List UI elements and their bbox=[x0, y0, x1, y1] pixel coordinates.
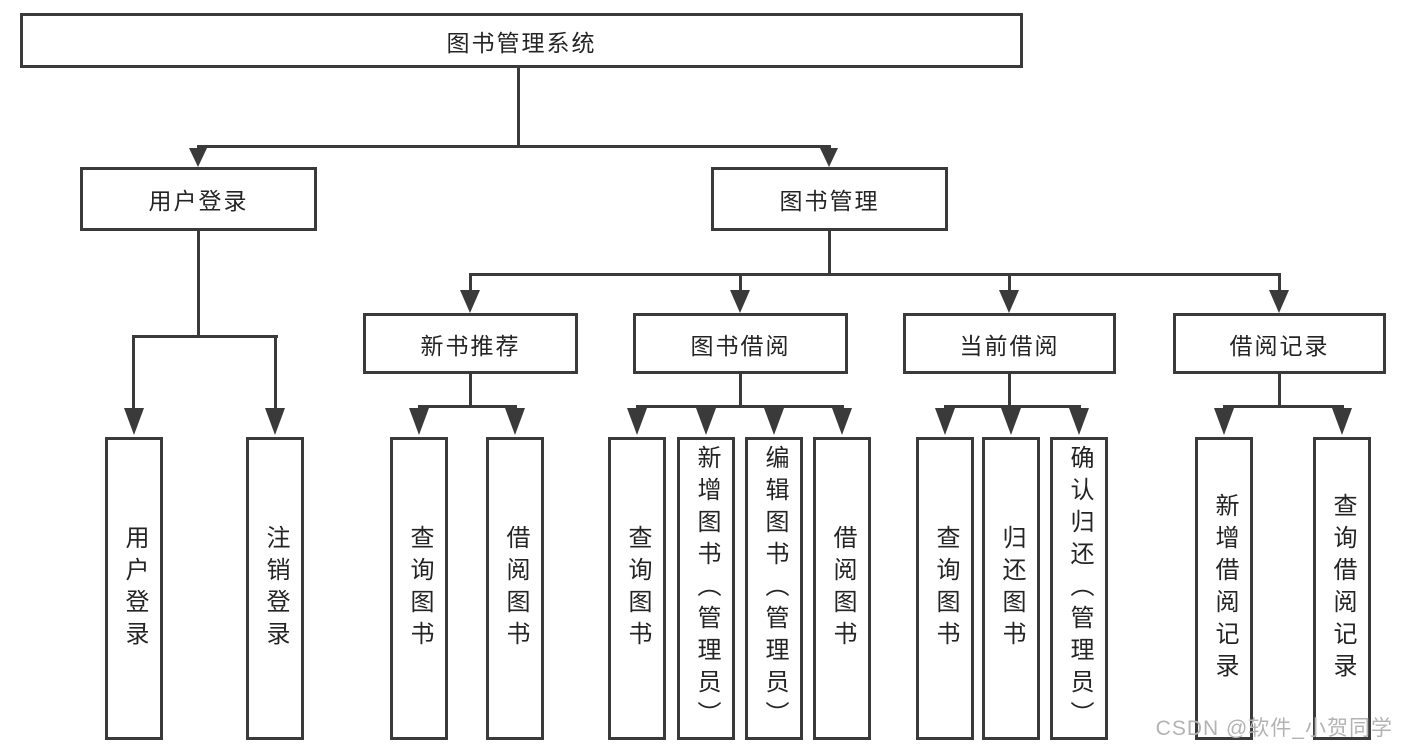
arrow-down-icon bbox=[627, 408, 647, 435]
arrow-down-icon bbox=[505, 408, 525, 435]
connector-line bbox=[418, 405, 517, 408]
arrow-down-icon bbox=[999, 290, 1019, 313]
arrow-down-icon bbox=[1214, 408, 1234, 435]
node-user-login: 用户登录 bbox=[80, 167, 317, 231]
connector-line bbox=[828, 231, 831, 273]
connector-line bbox=[739, 273, 742, 291]
arrow-down-icon bbox=[935, 408, 955, 435]
csdn-watermark: CSDN @软件_小贺同学 bbox=[1155, 717, 1393, 740]
connector-line bbox=[469, 273, 472, 291]
connector-line bbox=[1008, 273, 1011, 291]
connector-line bbox=[469, 374, 472, 405]
node-library-management-system: 图书管理系统 bbox=[20, 13, 1023, 68]
leaf-current-confirm-return-admin: 确认归还（管理员） bbox=[1050, 437, 1108, 740]
node-book-borrowing: 图书借阅 bbox=[633, 313, 848, 374]
connector-line bbox=[469, 273, 1281, 276]
leaf-recommend-borrow-books: 借阅图书 bbox=[486, 437, 544, 740]
connector-line bbox=[944, 405, 1081, 408]
connector-line bbox=[636, 405, 844, 408]
leaf-borrow-add-book-admin: 新增图书（管理员） bbox=[677, 437, 735, 740]
arrow-down-icon bbox=[730, 290, 750, 313]
arrow-down-icon bbox=[764, 408, 784, 435]
connector-line bbox=[274, 335, 277, 408]
arrow-down-icon bbox=[460, 290, 480, 313]
leaf-records-add-borrow-record: 新增借阅记录 bbox=[1195, 437, 1253, 740]
connector-line bbox=[1278, 374, 1281, 405]
leaf-recommend-query-books: 查询图书 bbox=[390, 437, 448, 740]
node-borrowing-records: 借阅记录 bbox=[1173, 313, 1386, 374]
leaf-borrow-borrow-books: 借阅图书 bbox=[813, 437, 871, 740]
arrow-down-icon bbox=[696, 408, 716, 435]
leaf-user-login: 用户登录 bbox=[105, 437, 163, 740]
arrow-down-icon bbox=[1269, 290, 1289, 313]
connector-line bbox=[1223, 405, 1344, 408]
leaf-current-return-books: 归还图书 bbox=[982, 437, 1040, 740]
arrow-down-icon bbox=[832, 408, 852, 435]
connector-line bbox=[1278, 273, 1281, 291]
leaf-borrow-query-books: 查询图书 bbox=[608, 437, 666, 740]
leaf-logout: 注销登录 bbox=[246, 437, 304, 740]
arrow-down-icon bbox=[1069, 408, 1089, 435]
connector-line bbox=[132, 335, 278, 338]
arrow-down-icon bbox=[124, 408, 144, 435]
connector-line bbox=[132, 335, 135, 408]
arrow-down-icon bbox=[1332, 408, 1352, 435]
arrow-down-icon bbox=[1001, 408, 1021, 435]
arrow-down-icon bbox=[265, 408, 285, 435]
connector-line bbox=[197, 145, 831, 148]
arrow-down-icon bbox=[820, 148, 838, 167]
node-book-management: 图书管理 bbox=[711, 167, 948, 231]
arrow-down-icon bbox=[409, 408, 429, 435]
connector-line bbox=[739, 374, 742, 405]
leaf-records-query-borrow-record: 查询借阅记录 bbox=[1313, 437, 1371, 740]
node-new-book-recommend: 新书推荐 bbox=[363, 313, 578, 374]
connector-line bbox=[1008, 374, 1011, 405]
leaf-borrow-edit-book-admin: 编辑图书（管理员） bbox=[745, 437, 803, 740]
leaf-current-query-books: 查询图书 bbox=[916, 437, 974, 740]
arrow-down-icon bbox=[189, 148, 207, 167]
connector-line bbox=[517, 68, 520, 145]
connector-line bbox=[197, 231, 200, 335]
node-current-borrowing: 当前借阅 bbox=[903, 313, 1116, 374]
